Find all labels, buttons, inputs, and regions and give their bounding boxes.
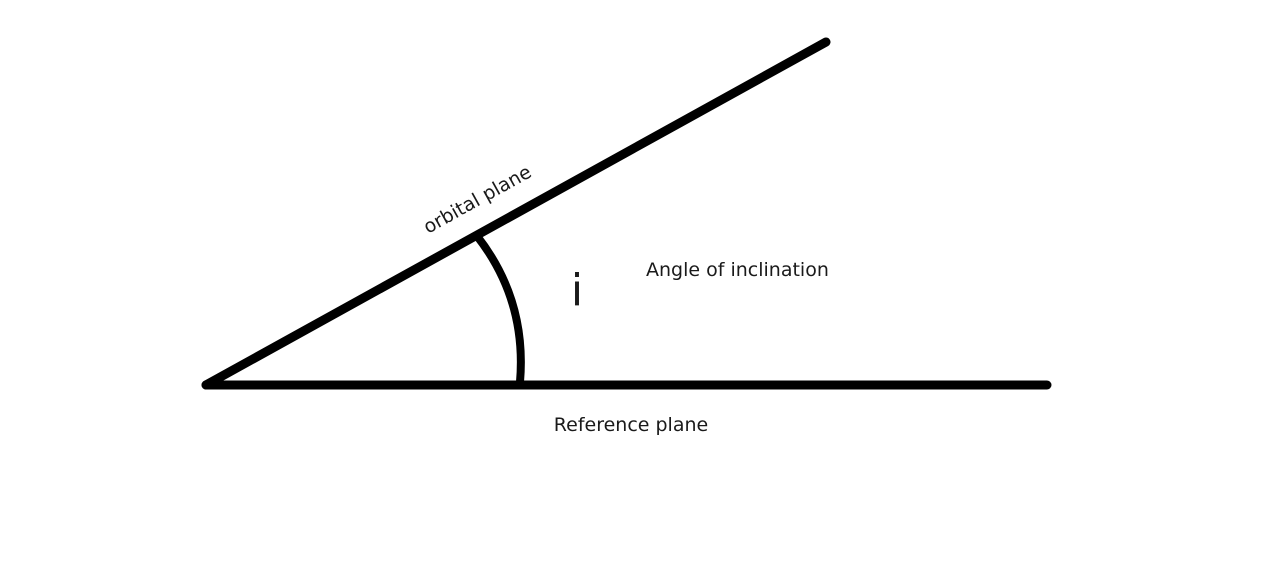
angle-caption: Angle of inclination <box>646 259 829 281</box>
inclination-angle-arc <box>473 232 525 386</box>
orbital-plane-label: orbital plane <box>420 161 536 238</box>
orbital-plane-line <box>201 37 831 390</box>
reference-plane-label: Reference plane <box>554 414 708 436</box>
inclination-symbol: i <box>571 265 583 316</box>
